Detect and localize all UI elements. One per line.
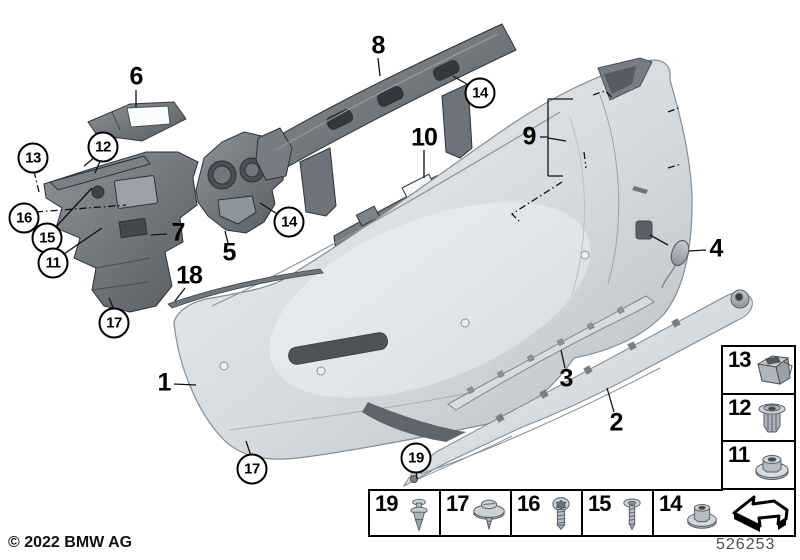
callout-circle-17[interactable]: 17 [236,453,268,485]
callout-circle-13[interactable]: 13 [17,142,49,174]
legend-cell-14[interactable]: 14 [652,491,723,535]
legend-num: 11 [728,442,750,467]
legend-num: 16 [517,491,541,516]
callout-label-1[interactable]: 1 [157,368,172,397]
callout-circle-12[interactable]: 12 [87,131,119,163]
part-7-side-bracket [43,151,199,313]
part-6-guide [87,101,187,142]
callout-circle-19[interactable]: 19 [400,442,432,474]
part-18-trim-strip [167,268,324,309]
legend-side-column: 13 12 [721,345,796,537]
callout-label-6[interactable]: 6 [129,62,144,91]
plastic-nut-icon [755,455,789,480]
legend-cell-15[interactable]: 15 [581,491,652,535]
part-3-trim-strip [447,295,655,411]
legend-num: 17 [446,491,470,516]
callout-circle-17[interactable]: 17 [98,307,130,339]
legend-num: 14 [659,491,683,516]
legend-cell-17[interactable]: 17 [439,491,510,535]
callout-label-10[interactable]: 10 [411,123,438,152]
callout-circle-14[interactable]: 14 [464,77,496,109]
cage-nut-icon [756,355,793,385]
part-4-tow-cap [661,239,690,289]
legend-cell-16[interactable]: 16 [510,491,581,535]
callout-label-2[interactable]: 2 [609,408,624,437]
callout-circle-14[interactable]: 14 [273,206,305,238]
legend-cell-19[interactable]: 19 [370,491,439,535]
expanding-nut-icon [758,403,786,432]
legend-num: 12 [728,394,752,420]
legend-bottom-row: 19 17 [368,489,723,537]
copyright-text: © 2022 BMW AG [8,534,133,551]
callout-label-8[interactable]: 8 [371,31,386,60]
callout-label-3[interactable]: 3 [559,364,574,393]
legend-cell-11[interactable]: 11 [723,440,794,488]
callout-label-18[interactable]: 18 [176,261,203,290]
torx-screw-icon [623,498,641,531]
hex-nut-icon [687,503,717,529]
callout-label-7[interactable]: 7 [171,218,186,247]
continuation-arrow-icon [732,495,789,532]
part-8-carrier-bar [255,23,517,217]
legend-num: 15 [588,491,612,516]
callout-label-5[interactable]: 5 [222,238,237,267]
callout-label-9[interactable]: 9 [522,122,537,151]
callout-label-4[interactable]: 4 [709,234,724,263]
expanding-rivet-icon [410,498,428,532]
legend-num: 13 [728,347,752,372]
washer-screw-icon [473,499,505,530]
legend-cell-continuation[interactable] [723,487,794,536]
document-number: 526253 [716,536,776,553]
part-5-bracket [195,131,287,234]
part-2-diffuser [402,289,753,488]
callout-circle-11[interactable]: 11 [37,247,69,279]
legend-cell-13[interactable]: 13 [723,347,794,393]
legend-cell-12[interactable]: 12 [723,392,794,441]
pan-head-screw-icon [552,497,570,531]
legend-num: 19 [375,491,399,516]
